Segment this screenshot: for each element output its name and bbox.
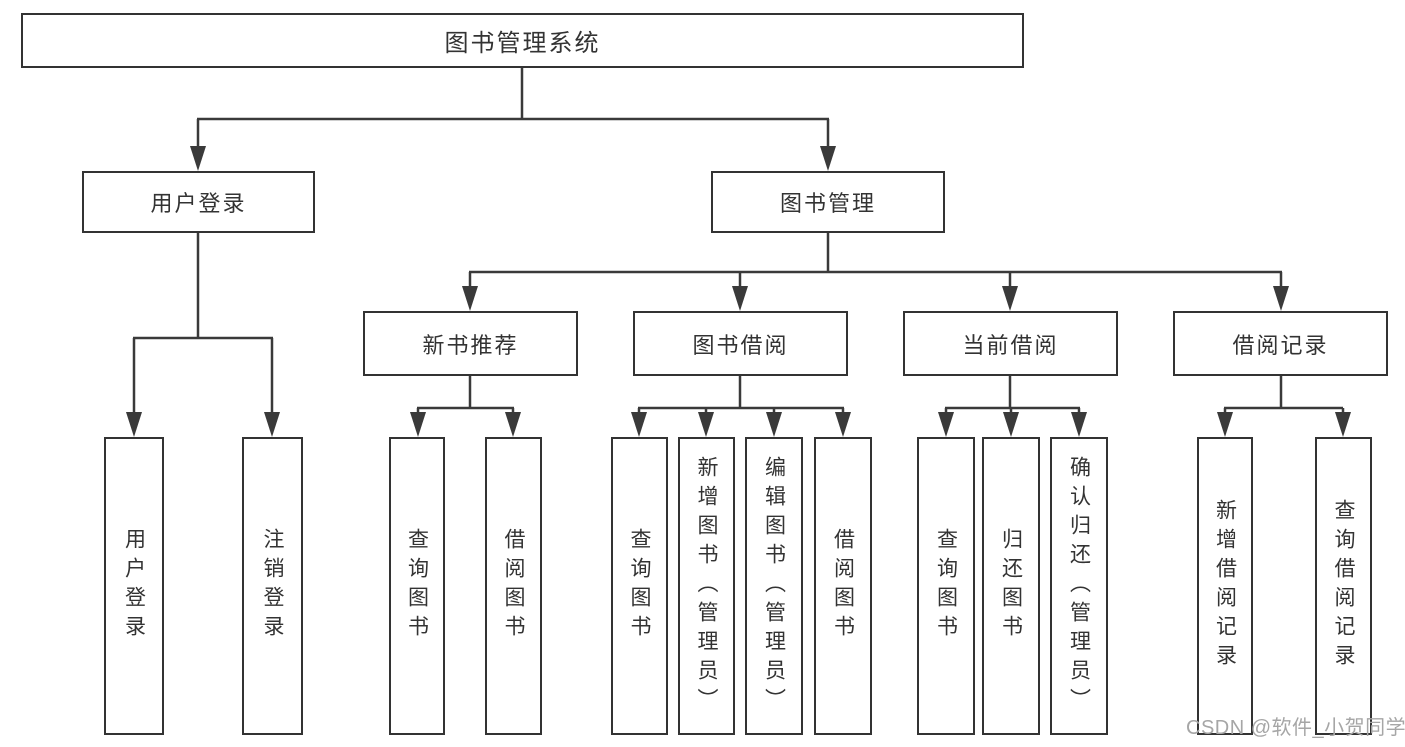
- node-borrowing-records: 借阅记录: [1173, 311, 1388, 376]
- node-current-borrowing: 当前借阅: [903, 311, 1118, 376]
- leaf-return-book: 归还图书: [982, 437, 1040, 735]
- arrow-head-icon: [264, 412, 280, 437]
- leaf-query-borrow-record: 查询借阅记录: [1315, 437, 1372, 735]
- watermark: CSDN @软件_小贺同学: [1186, 717, 1405, 739]
- arrow-head-icon: [505, 412, 521, 437]
- arrow-head-icon: [190, 146, 206, 171]
- leaf-query-books-recommend: 查询图书: [389, 437, 445, 735]
- leaf-add-book-admin: 新增图书（管理员）: [678, 437, 735, 735]
- leaf-query-books-current: 查询图书: [917, 437, 975, 735]
- arrow-head-icon: [766, 412, 782, 437]
- leaf-borrow-books-borrowing: 借阅图书: [814, 437, 872, 735]
- arrow-head-icon: [462, 286, 478, 311]
- leaf-query-books-borrowing: 查询图书: [611, 437, 668, 735]
- arrow-head-icon: [698, 412, 714, 437]
- arrow-head-icon: [1003, 412, 1019, 437]
- arrow-head-icon: [1071, 412, 1087, 437]
- arrow-head-icon: [1217, 412, 1233, 437]
- node-user-login: 用户登录: [82, 171, 315, 233]
- arrow-head-icon: [631, 412, 647, 437]
- leaf-logout-login: 注销登录: [242, 437, 303, 735]
- leaf-edit-book-admin: 编辑图书（管理员）: [745, 437, 803, 735]
- arrow-head-icon: [835, 412, 851, 437]
- leaf-borrow-books-recommend: 借阅图书: [485, 437, 542, 735]
- arrow-head-icon: [732, 286, 748, 311]
- arrow-head-icon: [938, 412, 954, 437]
- node-library-management-system: 图书管理系统: [21, 13, 1024, 68]
- leaf-confirm-return-admin: 确认归还（管理员）: [1050, 437, 1108, 735]
- arrow-head-icon: [820, 146, 836, 171]
- arrow-head-icon: [1335, 412, 1351, 437]
- node-book-borrowing: 图书借阅: [633, 311, 848, 376]
- node-new-book-recommendation: 新书推荐: [363, 311, 578, 376]
- arrow-head-icon: [1273, 286, 1289, 311]
- leaf-add-borrow-record: 新增借阅记录: [1197, 437, 1253, 735]
- leaf-user-login: 用户登录: [104, 437, 164, 735]
- arrow-head-icon: [1002, 286, 1018, 311]
- node-book-management: 图书管理: [711, 171, 945, 233]
- arrow-head-icon: [126, 412, 142, 437]
- arrow-head-icon: [410, 412, 426, 437]
